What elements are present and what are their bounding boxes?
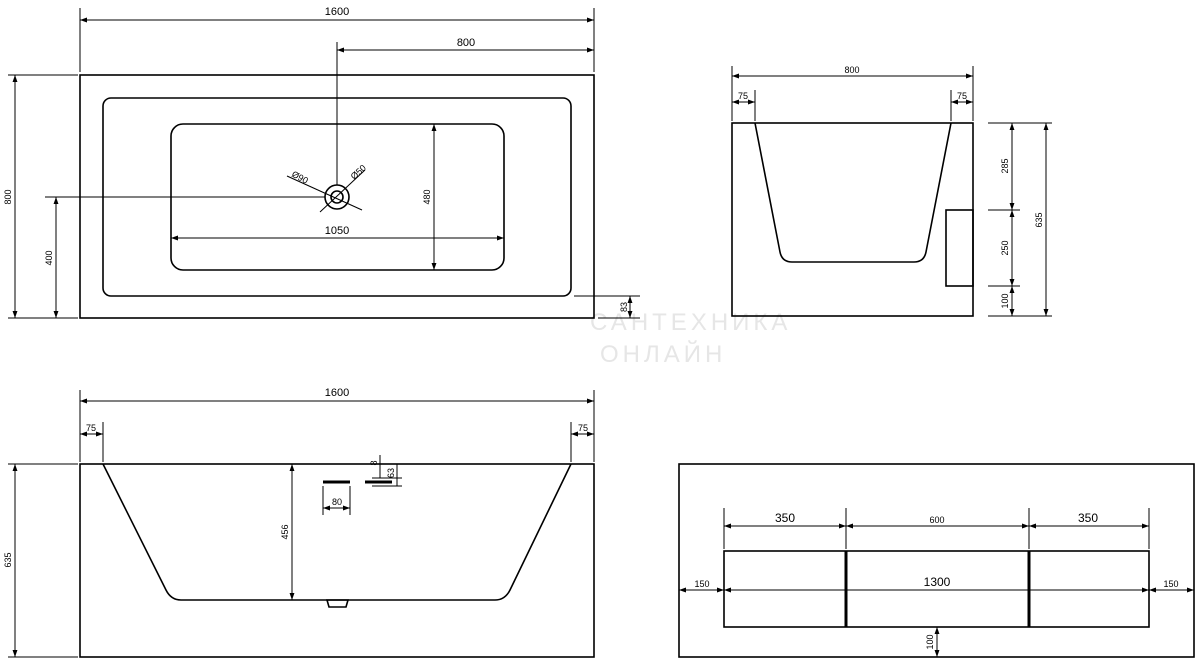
dim-frame-margin-right: 150: [1163, 579, 1178, 589]
side-drain-outlet: [325, 599, 350, 608]
side-basin-profile: [102, 463, 572, 601]
dim-end-middle: 250: [1000, 240, 1010, 255]
side-section-view: 80 8 63 1600 75 75 635 456: [3, 387, 595, 658]
dim-plan-width: 800: [3, 189, 13, 204]
dim-end-wall-right: 75: [957, 91, 967, 101]
side-outer-body: [79, 463, 595, 658]
dim-end-wall-left: 75: [738, 91, 748, 101]
dim-side-wall-left: 75: [86, 423, 96, 433]
dim-side-wall-right: 75: [578, 423, 588, 433]
dim-overflow-width: 80: [332, 497, 342, 507]
dim-frame-right: 350: [1078, 511, 1098, 525]
dim-end-upper: 285: [1000, 158, 1010, 173]
dim-drain-outer: Ø90: [290, 169, 310, 186]
dim-rim-offset: 83: [619, 302, 629, 312]
dim-frame-bottom-gap: 100: [925, 634, 935, 649]
end-section-view: 800 75 75 285 250 100 635: [731, 65, 1052, 317]
dim-drain-offset: 400: [44, 250, 54, 265]
dim-overflow-height: 63: [386, 468, 396, 478]
dim-overflow-thickness: 8: [369, 460, 379, 465]
dim-side-length: 1600: [325, 387, 349, 399]
watermark: САНТЕХНИКА ОНЛАЙН: [590, 309, 791, 368]
dim-frame-margin-left: 150: [694, 579, 709, 589]
dim-frame-left: 350: [775, 511, 795, 525]
dim-drain-inner: Ø50: [349, 163, 368, 182]
drain-leader-50: [319, 169, 366, 213]
dim-side-height: 635: [3, 552, 13, 567]
dim-end-height: 635: [1034, 212, 1044, 227]
drain-inner-ring: [330, 190, 344, 204]
drain-leader-90: [286, 175, 363, 211]
dim-inner-length: 1050: [325, 225, 349, 237]
end-outer-body: [731, 122, 974, 317]
watermark-line2: ОНЛАЙН: [600, 340, 726, 368]
dim-end-width: 800: [844, 65, 859, 75]
end-overflow-block: [945, 209, 974, 287]
frame-rail-box: [723, 550, 1150, 628]
plan-view: Ø90 Ø50 1600 800 800 400 1050 480 83: [3, 6, 640, 319]
dim-end-lower: 100: [1000, 293, 1010, 308]
watermark-line1: САНТЕХНИКА: [590, 309, 791, 336]
base-frame-view: 350 600 350 1300 150 150 100: [678, 463, 1195, 658]
dim-frame-length: 1300: [924, 575, 951, 589]
dim-inner-width: 480: [422, 189, 432, 204]
dim-frame-mid: 600: [929, 515, 944, 525]
drain-symbol: Ø90 Ø50: [286, 163, 368, 213]
dim-side-depth: 456: [280, 524, 290, 539]
dim-plan-length: 1600: [325, 6, 349, 18]
dim-plan-half: 800: [457, 37, 475, 49]
end-basin-profile: [754, 122, 952, 263]
